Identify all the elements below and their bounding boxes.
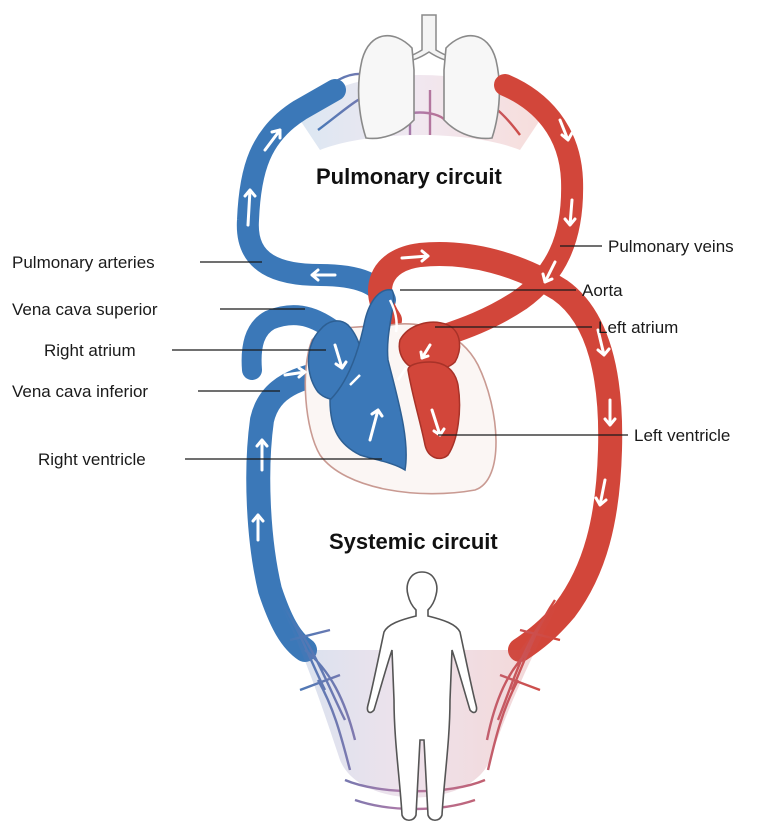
right-lung — [444, 36, 499, 139]
pulmonary-circuit-title: Pulmonary circuit — [316, 164, 503, 189]
systemic-circuit-title: Systemic circuit — [329, 529, 498, 554]
label-left-atrium: Left atrium — [598, 318, 678, 337]
left-lung — [359, 36, 414, 139]
label-left-ventricle: Left ventricle — [634, 426, 730, 445]
label-pulmonary-arteries: Pulmonary arteries — [12, 253, 155, 272]
label-aorta: Aorta — [582, 281, 623, 300]
label-right-ventricle: Right ventricle — [38, 450, 146, 469]
label-vena-cava-inferior: Vena cava inferior — [12, 382, 148, 401]
label-pulmonary-veins: Pulmonary veins — [608, 237, 734, 256]
label-right-atrium: Right atrium — [44, 341, 136, 360]
label-vena-cava-superior: Vena cava superior — [12, 300, 158, 319]
